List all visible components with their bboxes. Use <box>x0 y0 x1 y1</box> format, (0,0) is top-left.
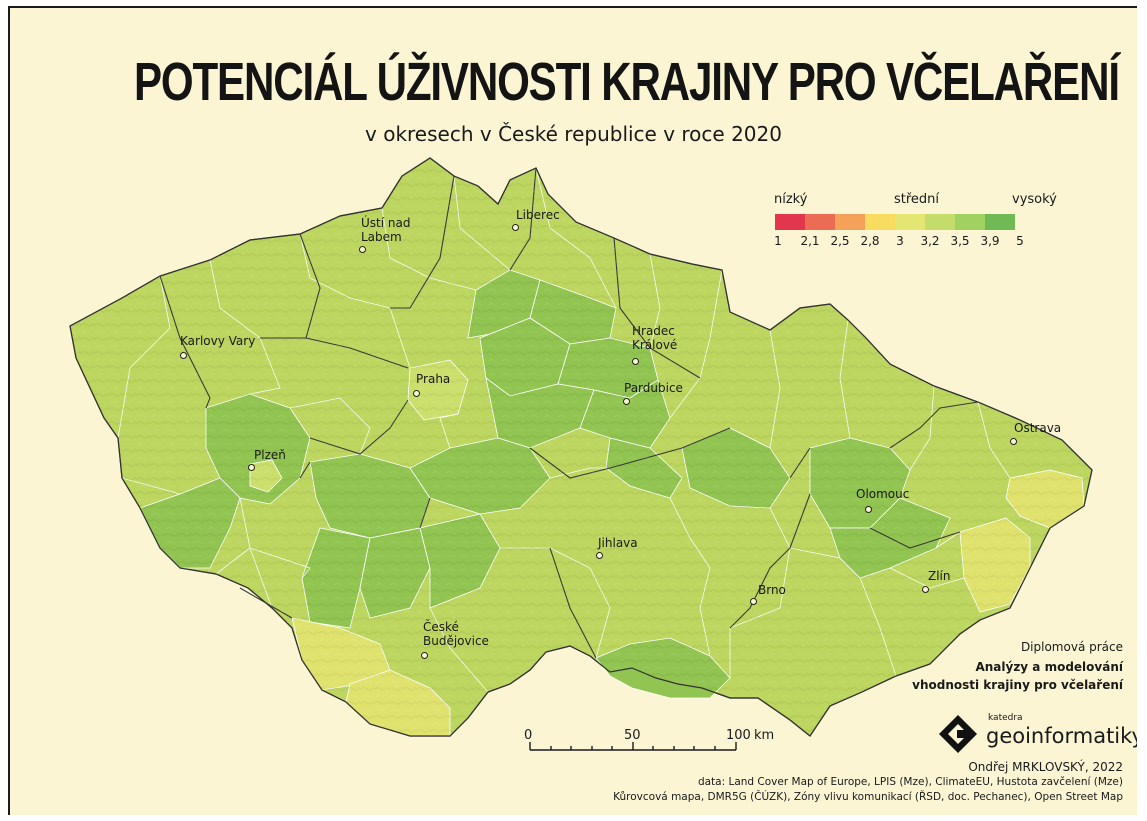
city-marker-liberec <box>512 224 519 231</box>
legend-low-label: nízký <box>774 192 808 207</box>
city-marker-ostrava <box>1010 438 1017 445</box>
legend-swatch-7 <box>985 214 1015 230</box>
city-marker-ceske-budejovice <box>421 652 428 659</box>
map-subtitle: v okresech v České republice v roce 2020 <box>365 122 782 146</box>
legend-tick: 2,1 <box>800 234 820 248</box>
city-marker-praha <box>413 390 420 397</box>
scale-unit: km <box>754 728 775 743</box>
city-label-hradec: Hradec Králové <box>632 324 678 352</box>
data-sources-line1: data: Land Cover Map of Europe, LPIS (Mz… <box>697 776 1123 788</box>
legend-tick: 1 <box>774 234 782 248</box>
scale-label-0: 0 <box>524 728 533 743</box>
legend-high-label: vysoký <box>1012 192 1057 207</box>
city-marker-usti <box>359 246 366 253</box>
map-title: POTENCIÁL ÚŽIVNOSTI KRAJINY PRO VČELAŘEN… <box>133 52 1120 112</box>
legend-swatch-3 <box>865 214 895 230</box>
legend-tick: 5 <box>1016 234 1024 248</box>
city-marker-pardubice <box>623 398 630 405</box>
city-label-praha: Praha <box>416 372 451 386</box>
city-marker-olomouc <box>865 506 872 513</box>
czech-districts-map <box>69 157 1093 751</box>
legend-tick: 2,5 <box>830 234 850 248</box>
author: Ondřej MRKLOVSKÝ, 2022 <box>968 760 1123 774</box>
legend-swatches <box>775 214 1015 230</box>
legend-swatch-0 <box>775 214 805 230</box>
city-marker-zlin <box>922 586 929 593</box>
city-marker-plzen <box>248 464 255 471</box>
city-label-ceske-budejovice: České Budějovice <box>423 620 489 648</box>
legend-mid-label: střední <box>894 192 940 207</box>
thesis-title-line2: vhodnosti krajiny pro včelaření <box>912 678 1123 692</box>
legend-tick: 3,2 <box>920 234 940 248</box>
city-label-jihlava: Jihlava <box>598 536 638 550</box>
legend-swatch-1 <box>805 214 835 230</box>
city-marker-hradec <box>632 358 639 365</box>
city-label-plzen: Plzeň <box>254 448 286 462</box>
city-label-ostrava: Ostrava <box>1014 421 1062 435</box>
geoinformatics-logo-icon <box>939 715 977 753</box>
city-label-karlovy-vary: Karlovy Vary <box>180 334 256 348</box>
city-marker-karlovy-vary <box>180 352 187 359</box>
city-label-brno: Brno <box>758 583 786 597</box>
legend-swatch-4 <box>895 214 925 230</box>
data-sources-line2: Kůrovcová mapa, DMR5G (ČÚZK), Zóny vlivu… <box>613 791 1123 803</box>
scale-label-50: 50 <box>624 728 641 743</box>
city-marker-brno <box>750 598 757 605</box>
thesis-label: Diplomová práce <box>1020 640 1123 654</box>
city-label-pardubice: Pardubice <box>624 381 683 395</box>
map-frame: POTENCIÁL ÚŽIVNOSTI KRAJINY PRO VČELAŘEN… <box>8 6 1137 815</box>
legend-swatch-2 <box>835 214 865 230</box>
legend: nízký střední vysoký 1 2,1 2,5 2,8 3 3,2… <box>760 192 1080 262</box>
city-marker-jihlava <box>596 552 603 559</box>
legend-tick: 3 <box>896 234 904 248</box>
logo-small-text: katedra <box>988 713 1023 723</box>
legend-tick: 2,8 <box>860 234 880 248</box>
scale-label-100: 100 <box>726 728 751 743</box>
logo-big-text: geoinformatiky <box>986 724 1137 748</box>
legend-swatch-6 <box>955 214 985 230</box>
scale-bar <box>529 742 737 751</box>
city-label-liberec: Liberec <box>516 208 560 222</box>
legend-tick: 3,9 <box>980 234 1000 248</box>
legend-swatch-5 <box>925 214 955 230</box>
legend-tick: 3,5 <box>950 234 970 248</box>
thesis-title-line1: Analýzy a modelování <box>975 660 1123 674</box>
city-label-usti: Ústí nad Labem <box>361 216 411 244</box>
city-label-zlin: Zlín <box>928 569 951 583</box>
city-label-olomouc: Olomouc <box>856 487 910 501</box>
